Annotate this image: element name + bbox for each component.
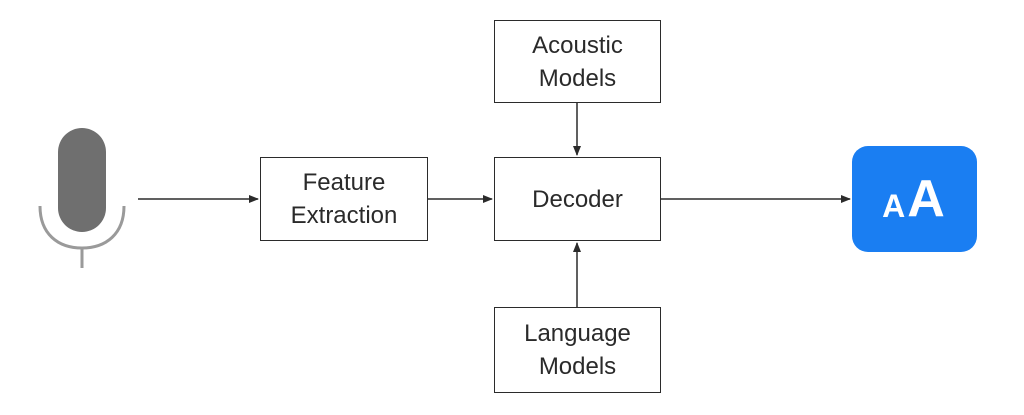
language-models-box: Language Models [494,307,661,393]
language-models-label: Language Models [524,320,631,380]
acoustic-models-box: Acoustic Models [494,20,661,103]
decoder-label: Decoder [532,185,623,213]
microphone-icon [38,128,126,268]
decoder-box: Decoder [494,157,661,241]
acoustic-models-label: Acoustic Models [532,31,623,92]
text-aa-small-glyph: A [882,188,908,224]
feature-extraction-label: Feature Extraction [290,169,398,229]
text-aa-icon: A A [852,146,977,252]
microphone-capsule [58,128,106,232]
text-aa-large-glyph: A [907,170,947,228]
feature-extraction-box: Feature Extraction [260,157,428,241]
